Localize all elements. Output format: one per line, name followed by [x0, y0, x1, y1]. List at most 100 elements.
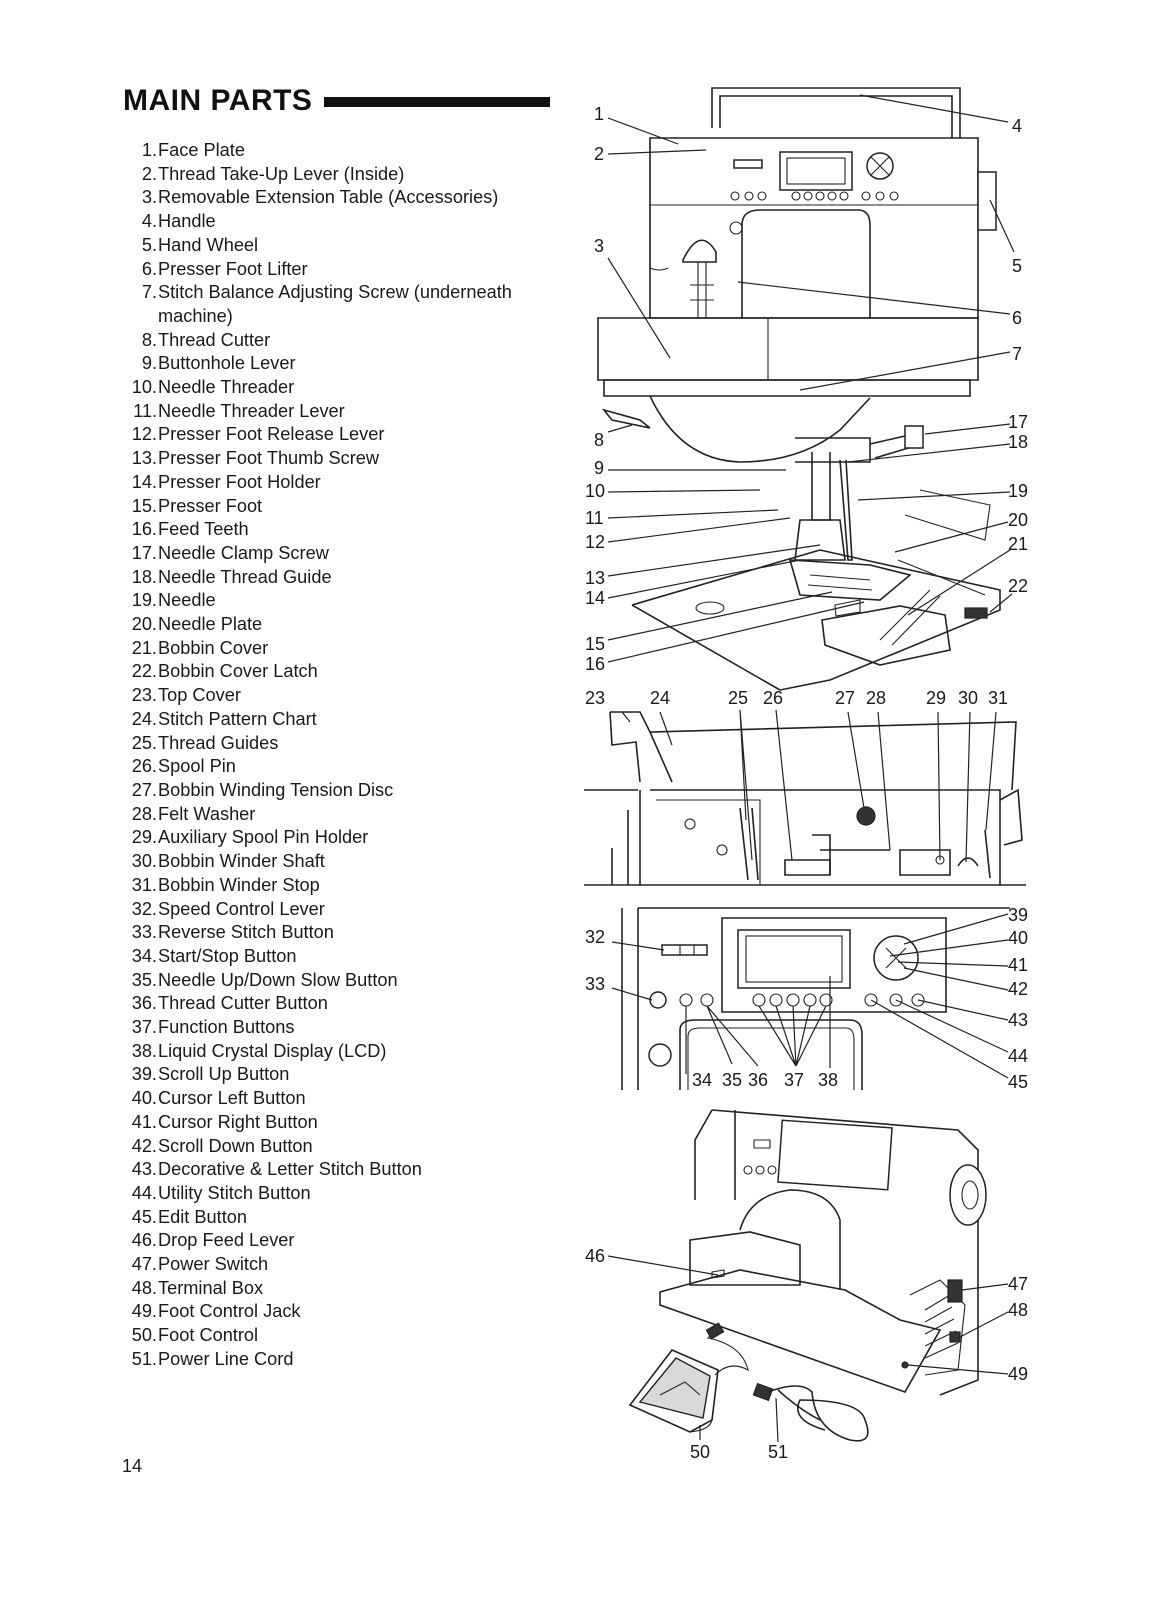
- callout-44: 44: [1008, 1046, 1028, 1066]
- part-label: Stitch Pattern Chart: [158, 708, 317, 729]
- foot-control-drawing: [628, 1322, 749, 1433]
- part-number: 36.: [131, 993, 157, 1014]
- callout-20: 20: [1008, 510, 1028, 530]
- part-number: 46.: [131, 1230, 157, 1251]
- callout-35: 35: [722, 1070, 742, 1090]
- part-item-44: 44.Utility Stitch Button: [124, 1182, 564, 1206]
- part-item-50: 50.Foot Control: [124, 1324, 564, 1348]
- part-number: 28.: [131, 803, 157, 824]
- part-number: 22.: [131, 661, 157, 682]
- part-number: 26.: [131, 756, 157, 777]
- part-number: 21.: [131, 637, 157, 658]
- part-label: Foot Control Jack: [158, 1301, 301, 1322]
- part-item-17: 17.Needle Clamp Screw: [124, 542, 564, 566]
- part-item-4: 4.Handle: [124, 210, 564, 234]
- part-item-31: 31.Bobbin Winder Stop: [124, 874, 564, 898]
- part-number: 4.: [141, 211, 157, 232]
- part-label: Spool Pin: [158, 756, 236, 777]
- part-label: Needle Threader Lever: [158, 400, 345, 421]
- part-label: Thread Cutter: [158, 329, 271, 350]
- part-label: Cursor Left Button: [158, 1088, 306, 1109]
- callout-15: 15: [585, 634, 605, 654]
- part-label: Utility Stitch Button: [158, 1182, 311, 1203]
- callout-16: 16: [585, 654, 605, 674]
- part-item-20: 20.Needle Plate: [124, 613, 564, 637]
- part-item-25: 25.Thread Guides: [124, 732, 564, 756]
- part-number: 44.: [131, 1182, 157, 1203]
- part-label: Needle Clamp Screw: [158, 542, 329, 563]
- part-label: Cursor Right Button: [158, 1111, 318, 1132]
- callout-27: 27: [835, 688, 855, 708]
- part-item-35: 35.Needle Up/Down Slow Button: [124, 969, 564, 993]
- part-label: Start/Stop Button: [158, 945, 297, 966]
- part-item-41: 41.Cursor Right Button: [124, 1111, 564, 1135]
- part-item-33: 33.Reverse Stitch Button: [124, 921, 564, 945]
- part-label: Bobbin Winder Shaft: [158, 851, 325, 872]
- part-label: Function Buttons: [158, 1017, 295, 1038]
- part-number: 38.: [131, 1040, 157, 1061]
- part-number: 20.: [131, 614, 157, 635]
- side-vent: [924, 1294, 959, 1359]
- part-label: Needle Up/Down Slow Button: [158, 969, 398, 990]
- part-number: 30.: [131, 851, 157, 872]
- callout-41: 41: [1008, 955, 1028, 975]
- callout-19: 19: [1008, 481, 1028, 501]
- callout-33: 33: [585, 974, 605, 994]
- part-label: Bobbin Winder Stop: [158, 874, 320, 895]
- part-label: Presser Foot Thumb Screw: [158, 448, 380, 469]
- callout-48: 48: [1008, 1300, 1028, 1320]
- part-number: 40.: [131, 1088, 157, 1109]
- part-item-43: 43.Decorative & Letter Stitch Button: [124, 1158, 564, 1182]
- part-item-24: 24.Stitch Pattern Chart: [124, 708, 564, 732]
- part-label: Liquid Crystal Display (LCD): [158, 1040, 387, 1061]
- part-number: 17.: [131, 542, 157, 563]
- part-label: Presser Foot Release Lever: [158, 424, 385, 445]
- part-number: 48.: [131, 1277, 157, 1298]
- part-number: 37.: [131, 1017, 157, 1038]
- part-number: 35.: [131, 969, 157, 990]
- callout-36: 36: [748, 1070, 768, 1090]
- part-label: Scroll Up Button: [158, 1064, 290, 1085]
- part-number: 49.: [131, 1301, 157, 1322]
- callout-24: 24: [650, 688, 670, 708]
- callout-4: 4: [1012, 116, 1022, 136]
- part-number: 47.: [131, 1254, 157, 1275]
- part-item-28: 28.Felt Washer: [124, 803, 564, 827]
- callout-12: 12: [585, 532, 605, 552]
- part-item-6: 6.Presser Foot Lifter: [124, 258, 564, 282]
- part-item-8: 8.Thread Cutter: [124, 329, 564, 353]
- callout-28: 28: [866, 688, 886, 708]
- callout-42: 42: [1008, 979, 1028, 999]
- callout-46: 46: [585, 1246, 605, 1266]
- callout-11: 11: [585, 508, 604, 528]
- part-item-3: 3.Removable Extension Table (Accessories…: [124, 186, 564, 210]
- callout-7: 7: [1012, 344, 1022, 364]
- part-number: 39.: [131, 1064, 157, 1085]
- part-number: 16.: [131, 519, 157, 540]
- callout-38: 38: [818, 1070, 838, 1090]
- part-number: 43.: [131, 1159, 157, 1180]
- part-number: 12.: [131, 424, 157, 445]
- part-number: 51.: [131, 1348, 157, 1369]
- part-number: 15.: [131, 495, 157, 516]
- part-number: 5.: [141, 234, 157, 255]
- part-item-21: 21.Bobbin Cover: [124, 637, 564, 661]
- part-item-11: 11.Needle Threader Lever: [124, 400, 564, 424]
- part-item-13: 13.Presser Foot Thumb Screw: [124, 447, 564, 471]
- part-number: 42.: [131, 1135, 157, 1156]
- part-number: 9.: [141, 353, 157, 374]
- part-item-22: 22.Bobbin Cover Latch: [124, 660, 564, 684]
- part-label: Power Line Cord: [158, 1348, 294, 1369]
- part-number: 3.: [141, 187, 157, 208]
- part-item-42: 42.Scroll Down Button: [124, 1135, 564, 1159]
- page-header: MAIN PARTS: [123, 84, 551, 118]
- part-number: 10.: [131, 377, 157, 398]
- part-label: Needle Plate: [158, 614, 263, 635]
- part-label: Power Switch: [158, 1254, 269, 1275]
- part-item-23: 23.Top Cover: [124, 684, 564, 708]
- part-number: 23.: [131, 685, 157, 706]
- part-label: Feed Teeth: [158, 519, 249, 540]
- callout-51: 51: [768, 1442, 788, 1462]
- part-number: 2.: [141, 163, 157, 184]
- callout-8: 8: [594, 430, 604, 450]
